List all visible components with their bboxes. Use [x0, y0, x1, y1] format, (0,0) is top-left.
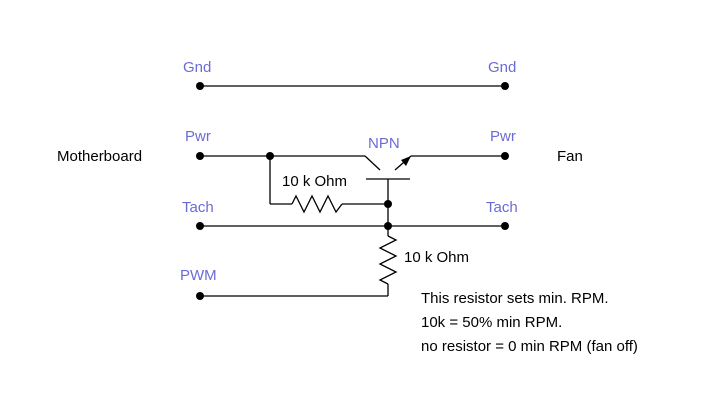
fan-label: Fan	[557, 148, 583, 165]
pwr-left-terminal	[196, 152, 204, 160]
motherboard-label: Motherboard	[57, 148, 142, 165]
base-resistor-label: 10 k Ohm	[282, 173, 347, 190]
gnd-right-label: Gnd	[488, 59, 516, 76]
tach-left-terminal	[196, 222, 204, 230]
pwr-left-label: Pwr	[185, 128, 211, 145]
gnd-left-terminal	[196, 82, 204, 90]
note-line-3: no resistor = 0 min RPM (fan off)	[421, 338, 638, 355]
base-resistor	[291, 194, 343, 214]
pwm-terminal	[196, 292, 204, 300]
note-line-2: 10k = 50% min RPM.	[421, 314, 562, 331]
gnd-left-label: Gnd	[183, 59, 211, 76]
npn-transistor	[366, 155, 412, 180]
emitter-arrow	[401, 156, 411, 166]
npn-label: NPN	[368, 135, 400, 152]
pwm-resistor-label: 10 k Ohm	[404, 249, 469, 266]
tach-right-label: Tach	[486, 199, 518, 216]
collector-lead	[364, 155, 381, 171]
pwm-label: PWM	[180, 267, 217, 284]
note-line-1: This resistor sets min. RPM.	[421, 290, 609, 307]
gnd-right-terminal	[501, 82, 509, 90]
pwr-right-terminal	[501, 152, 509, 160]
tach-right-terminal	[501, 222, 509, 230]
tach-left-label: Tach	[182, 199, 214, 216]
pwr-right-label: Pwr	[490, 128, 516, 145]
pwm-resistor	[378, 235, 398, 285]
